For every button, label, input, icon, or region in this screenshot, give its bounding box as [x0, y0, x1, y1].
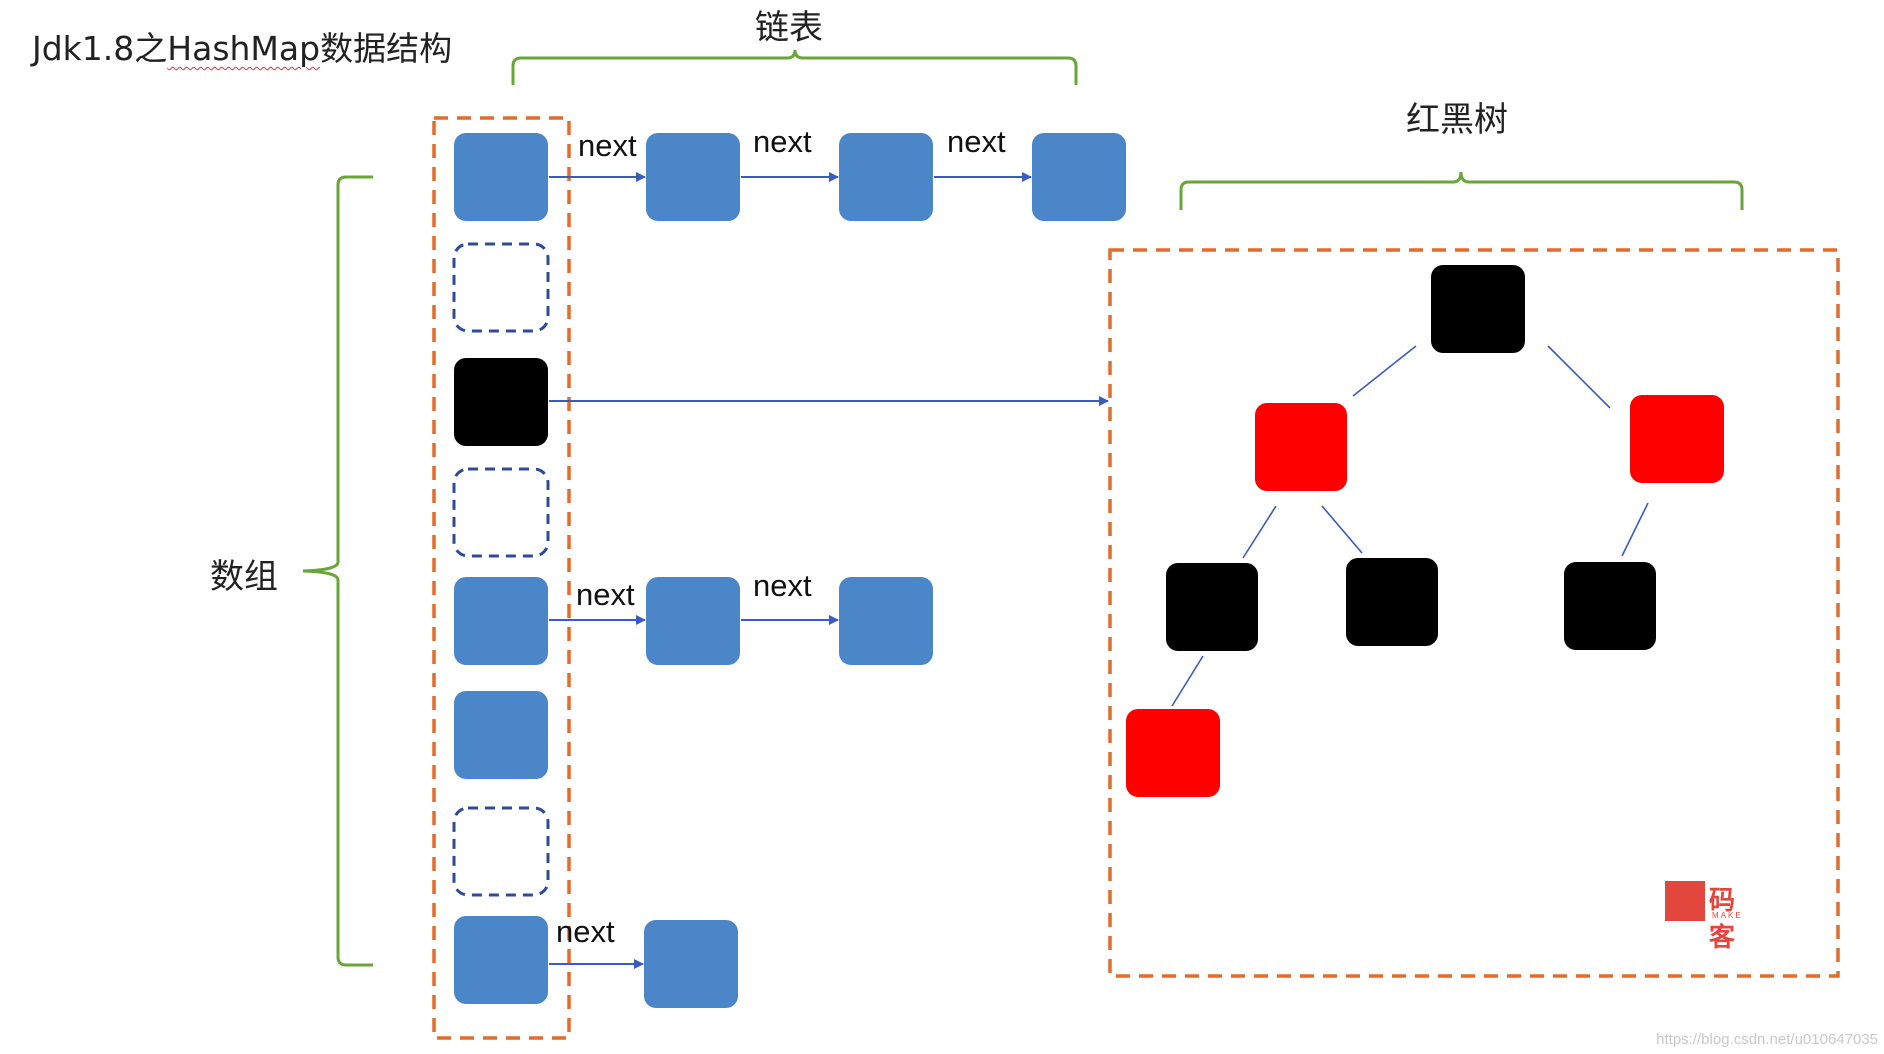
logo-mark-icon	[1665, 881, 1705, 921]
tree-node-black	[1564, 562, 1656, 650]
tree-edge	[1352, 345, 1417, 397]
page-title: Jdk1.8之HashMap数据结构	[32, 22, 452, 70]
tree-node-black	[1346, 558, 1438, 646]
array-slot-blue	[454, 916, 548, 1004]
array-slot-empty	[452, 242, 550, 333]
title-suffix: 数据结构	[320, 29, 453, 68]
next-label: next	[753, 124, 812, 159]
tree-node-black	[1166, 563, 1258, 651]
next-label: next	[947, 124, 1006, 159]
tree-node-red	[1126, 709, 1220, 797]
list-node	[646, 577, 740, 665]
linked-list-label: 链表	[755, 8, 823, 48]
tree-frame	[1108, 248, 1840, 978]
array-slot-blue	[454, 577, 548, 665]
tree-node-red	[1255, 403, 1347, 491]
next-label: next	[753, 568, 812, 603]
title-hashmap: HashMap	[167, 29, 321, 68]
array-slot-blue	[454, 133, 548, 221]
array-brace	[302, 175, 373, 967]
next-label: next	[576, 577, 635, 612]
array-slot-blue	[454, 691, 548, 779]
watermark-logo: 码客 MAKE	[1665, 878, 1757, 953]
list-node	[839, 577, 933, 665]
array-slot-empty	[452, 806, 550, 897]
list-node	[644, 920, 738, 1008]
tree-edge	[1242, 505, 1277, 559]
list-node	[646, 133, 740, 221]
tree-node-red	[1630, 395, 1724, 483]
logo-text: 码客	[1709, 886, 1736, 953]
tree-edge	[1621, 502, 1649, 557]
next-label: next	[556, 914, 615, 949]
array-slot-black	[454, 358, 548, 446]
red-black-tree-brace	[1179, 171, 1744, 210]
watermark-url: https://blog.csdn.net/u010647035	[1656, 1031, 1878, 1048]
array-slot-empty	[452, 467, 550, 558]
array-label: 数组	[210, 557, 278, 597]
logo-subtext: MAKE	[1712, 911, 1743, 920]
next-label: next	[578, 128, 637, 163]
tree-edge	[1321, 505, 1363, 554]
list-node	[1032, 133, 1126, 221]
linked-list-brace	[511, 49, 1078, 85]
tree-edge	[1547, 345, 1611, 409]
list-node	[839, 133, 933, 221]
title-prefix: Jdk1.8之	[32, 29, 168, 68]
red-black-tree-label: 红黑树	[1406, 100, 1508, 140]
tree-edge	[1171, 655, 1204, 707]
tree-node-black	[1431, 265, 1525, 353]
